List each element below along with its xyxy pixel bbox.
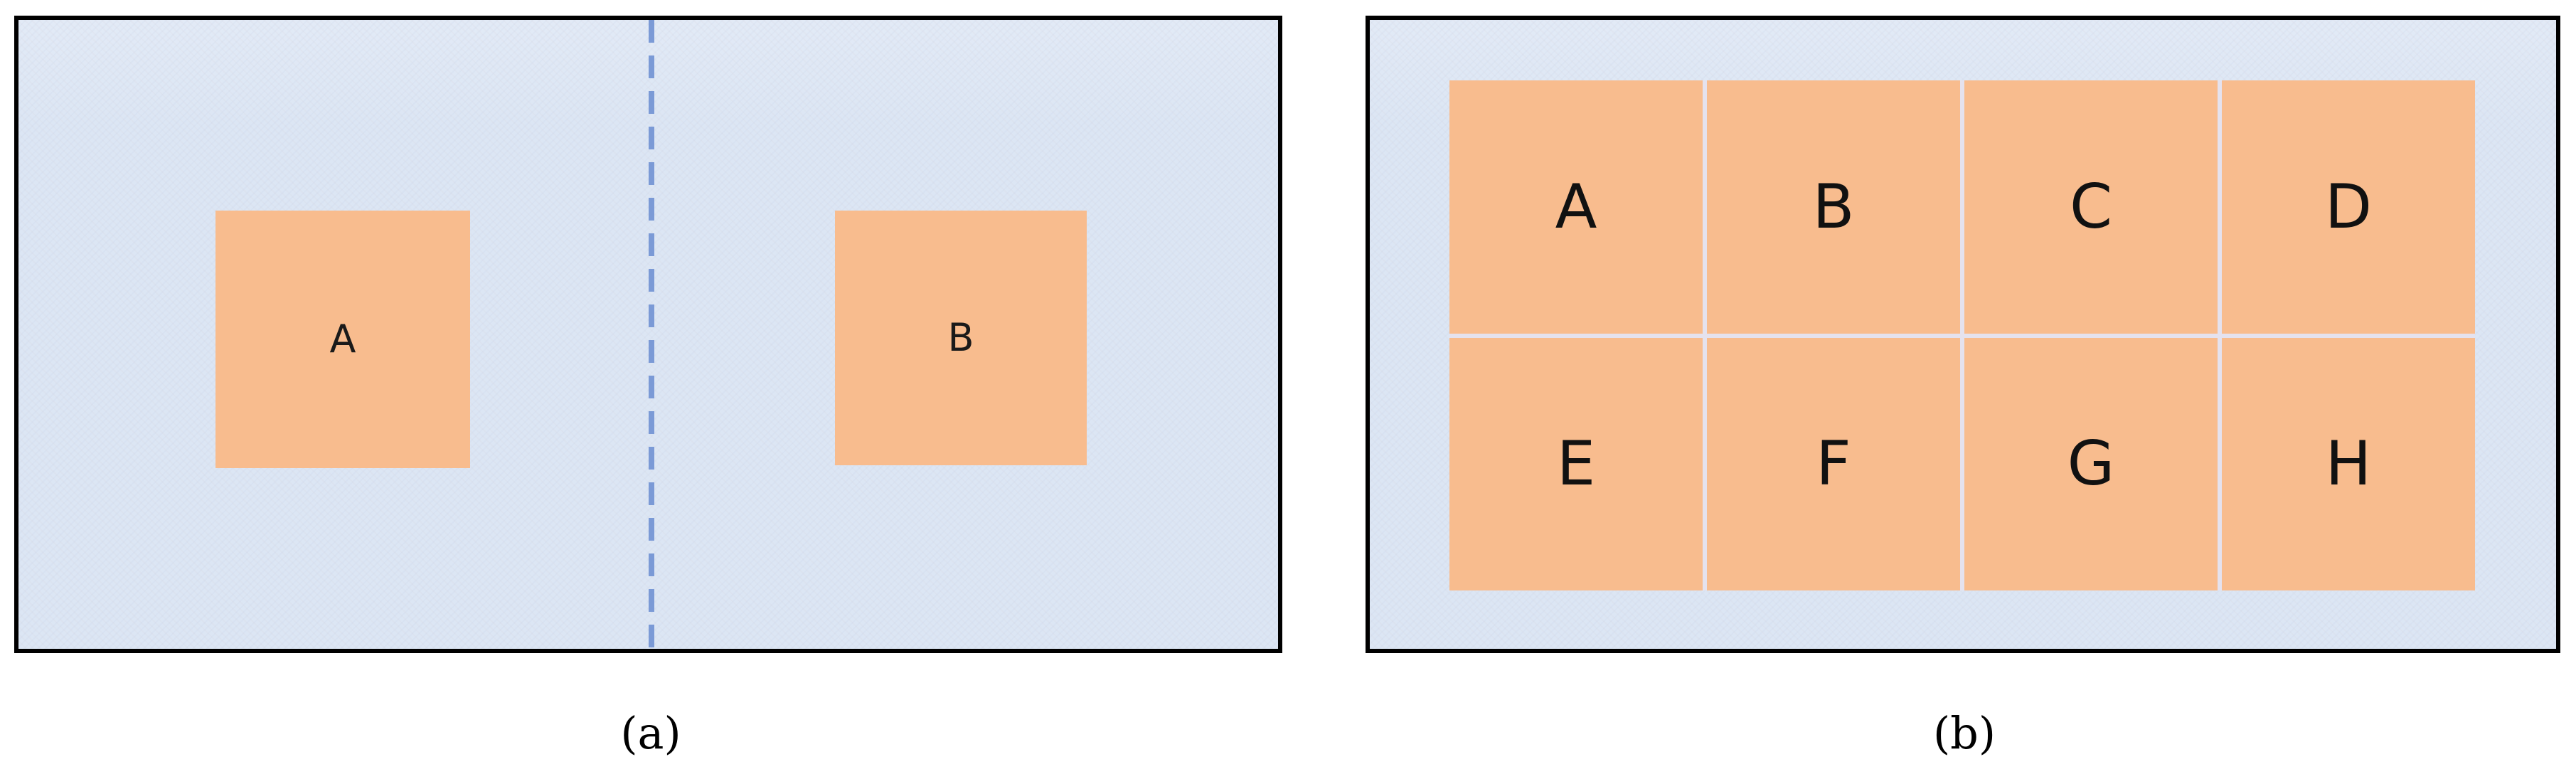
- block-b-label: B: [947, 315, 974, 360]
- grid-cell-b: B: [1707, 80, 1960, 334]
- block-a-label: A: [329, 317, 356, 361]
- block-b: B: [835, 211, 1087, 465]
- grid-cell-f: F: [1707, 337, 1960, 590]
- block-a: A: [215, 211, 470, 468]
- grid-cell-g: G: [1964, 337, 2218, 590]
- grid-cell-d: D: [2222, 80, 2475, 334]
- grid-cell-e: E: [1449, 337, 1703, 590]
- caption-panel-a: (a): [620, 707, 681, 759]
- grid-cell-a: A: [1449, 80, 1703, 334]
- caption-panel-b: (b): [1932, 707, 1996, 759]
- panel-a-container: A B: [14, 16, 1282, 653]
- partition-dashed-line: [649, 20, 654, 649]
- panel-b-container: A B C D E F G H: [1366, 16, 2560, 653]
- grid-cell-c: C: [1964, 80, 2218, 334]
- grid-container: A B C D E F G H: [1449, 80, 2475, 590]
- grid-cell-h: H: [2222, 337, 2475, 590]
